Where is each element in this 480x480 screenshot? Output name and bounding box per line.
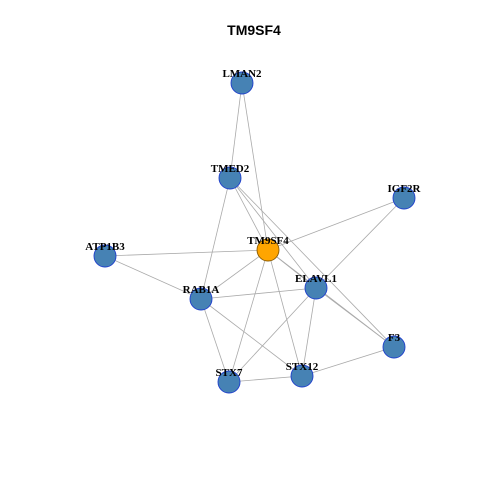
edge-elavl1-stx7: [228, 287, 317, 383]
node-label-elavl1: ELAVL1: [295, 273, 337, 285]
edge-tm9sf4-rab1a: [200, 249, 269, 300]
node-tm9sf4[interactable]: [256, 238, 280, 262]
edge-igf2r-tm9sf4: [267, 197, 405, 251]
node-label-stx12: STX12: [286, 361, 319, 373]
edge-tm9sf4-stx12: [267, 249, 303, 377]
node-elavl1[interactable]: [304, 276, 328, 300]
edge-lman2-tm9sf4: [241, 82, 269, 251]
node-label-lman2: LMAN2: [222, 68, 262, 80]
edge-rab1a-elavl1: [200, 287, 317, 300]
edge-elavl1-stx12: [301, 287, 317, 377]
node-tmed2[interactable]: [218, 166, 242, 190]
edge-igf2r-elavl1: [315, 197, 405, 289]
edge-lman2-tmed2: [229, 82, 243, 179]
node-label-f3: F3: [388, 332, 401, 344]
node-label-rab1a: RAB1A: [183, 284, 220, 296]
edge-tmed2-tm9sf4: [229, 177, 269, 251]
edge-stx7-stx12: [228, 375, 303, 383]
node-rab1a[interactable]: [189, 287, 213, 311]
node-igf2r[interactable]: [392, 186, 416, 210]
node-stx7[interactable]: [217, 370, 241, 394]
edge-elavl1-f3: [315, 287, 395, 348]
edge-rab1a-stx12: [200, 298, 303, 377]
edge-tmed2-f3: [229, 177, 395, 348]
edges-layer: [104, 82, 405, 383]
node-f3[interactable]: [382, 335, 406, 359]
node-label-igf2r: IGF2R: [388, 183, 422, 195]
node-label-tmed2: TMED2: [211, 163, 250, 175]
edge-stx12-f3: [301, 346, 395, 377]
node-lman2[interactable]: [230, 71, 254, 95]
node-label-atp1b3: ATP1B3: [85, 241, 125, 253]
diagram-title: TM9SF4: [227, 22, 281, 38]
node-atp1b3[interactable]: [93, 244, 117, 268]
edge-tmed2-rab1a: [200, 177, 231, 300]
edge-tmed2-elavl1: [229, 177, 317, 289]
node-label-stx7: STX7: [216, 367, 243, 379]
node-label-tm9sf4: TM9SF4: [247, 235, 289, 247]
node-stx12[interactable]: [290, 364, 314, 388]
edge-rab1a-stx7: [200, 298, 230, 383]
edge-atp1b3-tm9sf4: [104, 249, 269, 257]
nodes-layer: [93, 71, 416, 394]
edge-tm9sf4-stx7: [228, 249, 269, 383]
edge-atp1b3-rab1a: [104, 255, 202, 300]
